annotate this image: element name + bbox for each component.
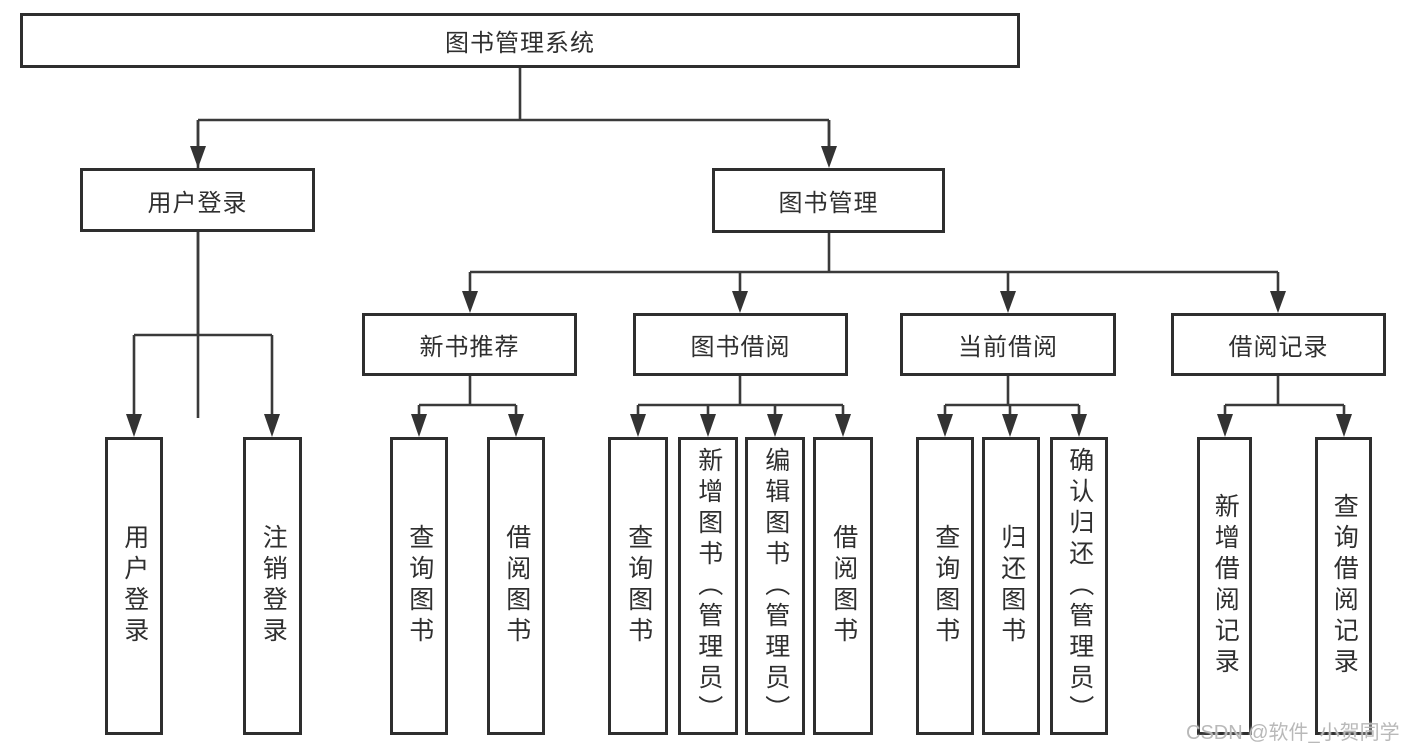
node-book-borrow-label: 图书借阅 xyxy=(690,334,791,361)
node-leaf-edit-book-admin-label: 编辑图书（管理员） xyxy=(761,446,790,726)
node-root-label: 图书管理系统 xyxy=(445,30,595,57)
node-leaf-user-login-label: 用户登录 xyxy=(120,524,149,648)
node-leaf-borrow-books-borrow-label: 借阅图书 xyxy=(829,524,858,648)
node-new-book-recommend: 新书推荐 xyxy=(362,313,577,376)
node-leaf-return-books: 归还图书 xyxy=(982,437,1040,735)
node-leaf-query-books-borrow: 查询图书 xyxy=(608,437,668,735)
node-leaf-add-book-admin: 新增图书（管理员） xyxy=(678,437,738,735)
node-leaf-query-borrow-record-label: 查询借阅记录 xyxy=(1330,493,1359,679)
connector-records-to-leaves xyxy=(1217,376,1352,437)
node-leaf-query-books-current: 查询图书 xyxy=(916,437,974,735)
node-leaf-logout-label: 注销登录 xyxy=(259,524,288,648)
node-leaf-add-borrow-record-label: 新增借阅记录 xyxy=(1211,493,1240,679)
node-leaf-confirm-return-admin-label: 确认归还（管理员） xyxy=(1065,446,1094,726)
node-leaf-borrow-books-recommend-label: 借阅图书 xyxy=(502,524,531,648)
node-leaf-confirm-return-admin: 确认归还（管理员） xyxy=(1050,437,1108,735)
node-leaf-query-books-current-label: 查询图书 xyxy=(931,524,960,648)
node-book-management-label: 图书管理 xyxy=(778,190,879,217)
node-leaf-query-books-borrow-label: 查询图书 xyxy=(624,524,653,648)
connector-current-to-leaves xyxy=(937,376,1087,437)
connector-root-to-level2 xyxy=(190,68,837,418)
node-user-login: 用户登录 xyxy=(80,168,315,232)
node-current-borrow-label: 当前借阅 xyxy=(958,334,1058,361)
node-leaf-borrow-books-recommend: 借阅图书 xyxy=(487,437,545,735)
watermark-text: CSDN @软件_小贺同学 xyxy=(1186,722,1400,744)
connector-recommend-to-leaves xyxy=(411,376,524,437)
connector-book-management-to-level3 xyxy=(462,233,1286,313)
node-new-book-recommend-label: 新书推荐 xyxy=(419,334,520,361)
node-leaf-return-books-label: 归还图书 xyxy=(997,524,1026,648)
node-root: 图书管理系统 xyxy=(20,13,1020,68)
node-leaf-add-book-admin-label: 新增图书（管理员） xyxy=(694,446,723,726)
node-book-management: 图书管理 xyxy=(712,168,945,233)
connector-borrow-to-leaves xyxy=(630,376,851,437)
node-leaf-borrow-books-borrow: 借阅图书 xyxy=(813,437,873,735)
node-leaf-edit-book-admin: 编辑图书（管理员） xyxy=(745,437,805,735)
node-leaf-add-borrow-record: 新增借阅记录 xyxy=(1197,437,1252,735)
connector-user-login-to-leaves xyxy=(126,232,280,437)
node-leaf-query-books-recommend: 查询图书 xyxy=(390,437,448,735)
node-book-borrow: 图书借阅 xyxy=(633,313,848,376)
node-user-login-label: 用户登录 xyxy=(147,189,248,217)
node-leaf-query-books-recommend-label: 查询图书 xyxy=(405,524,434,648)
node-leaf-query-borrow-record: 查询借阅记录 xyxy=(1315,437,1372,735)
node-leaf-user-login: 用户登录 xyxy=(105,437,163,735)
node-borrow-records: 借阅记录 xyxy=(1171,313,1386,376)
node-current-borrow: 当前借阅 xyxy=(900,313,1116,376)
node-leaf-logout: 注销登录 xyxy=(243,437,302,735)
node-borrow-records-label: 借阅记录 xyxy=(1228,334,1329,361)
